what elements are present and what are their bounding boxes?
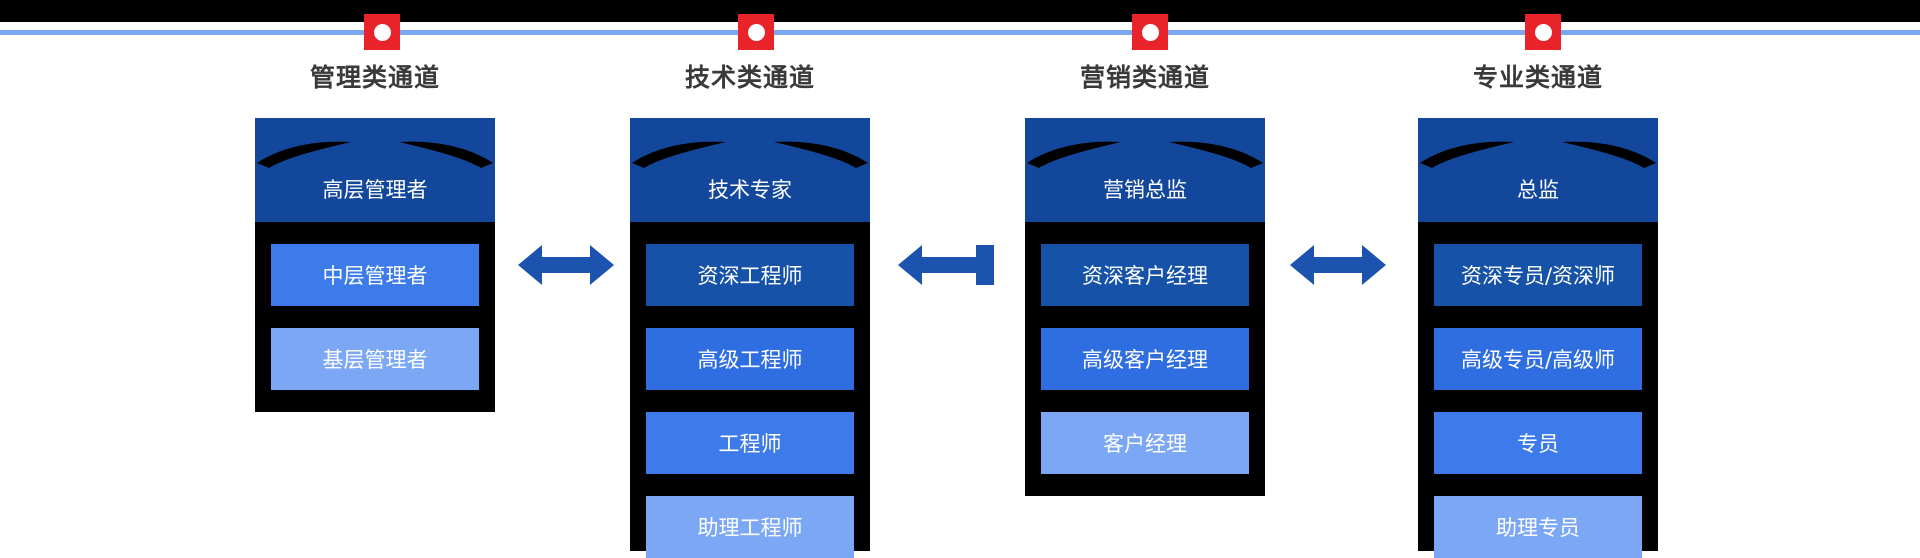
top-black-bar [0, 0, 1920, 22]
timeline-marker-2[interactable] [738, 14, 774, 50]
career-column-professional: 专业类通道总监资深专员/资深师高级专员/高级师专员助理专员 [1418, 0, 1658, 558]
arrow-tech-mktg-icon [898, 243, 994, 287]
ladder-cap-marketing[interactable]: 营销总监 [1025, 118, 1265, 222]
career-column-marketing: 营销类通道营销总监资深客户经理高级客户经理客户经理 [1025, 0, 1265, 551]
ladder-rung-professional-4[interactable]: 助理专员 [1434, 496, 1642, 558]
ladder-cap-professional[interactable]: 总监 [1418, 118, 1658, 222]
ladder-rung-technical-4[interactable]: 助理工程师 [646, 496, 854, 558]
column-title-management: 管理类通道 [309, 63, 440, 92]
ladder-rung-technical-3[interactable]: 工程师 [646, 412, 854, 474]
ladder-rung-marketing-1[interactable]: 资深客户经理 [1041, 244, 1249, 306]
ladder-rung-management-2[interactable]: 基层管理者 [271, 328, 479, 390]
top-blue-rule [0, 30, 1920, 35]
ladder-rung-technical-1[interactable]: 资深工程师 [646, 244, 854, 306]
ladder-rung-marketing-2[interactable]: 高级客户经理 [1041, 328, 1249, 390]
cap-label-professional: 总监 [1517, 178, 1559, 202]
cap-label-management: 高层管理者 [322, 178, 428, 202]
marker-dot-icon [1141, 23, 1159, 41]
ladder-cap-management[interactable]: 高层管理者 [255, 118, 495, 222]
ladder-rung-technical-2[interactable]: 高级工程师 [646, 328, 854, 390]
arrow-mgmt-tech-icon [518, 243, 614, 287]
marker-dot-icon [1534, 23, 1552, 41]
ladder-rung-professional-1[interactable]: 资深专员/资深师 [1434, 244, 1642, 306]
marker-dot-icon [373, 23, 391, 41]
marker-dot-icon [747, 23, 765, 41]
ladder-rung-marketing-3[interactable]: 客户经理 [1041, 412, 1249, 474]
timeline-marker-1[interactable] [364, 14, 400, 50]
column-title-marketing: 营销类通道 [1079, 63, 1210, 92]
ladder-rung-professional-3[interactable]: 专员 [1434, 412, 1642, 474]
timeline-marker-4[interactable] [1525, 14, 1561, 50]
top-white-gap [0, 22, 1920, 30]
ladder-rung-management-1[interactable]: 中层管理者 [271, 244, 479, 306]
cap-label-marketing: 营销总监 [1103, 178, 1187, 202]
timeline-marker-3[interactable] [1132, 14, 1168, 50]
cap-label-technical: 技术专家 [708, 178, 792, 202]
column-title-professional: 专业类通道 [1472, 63, 1603, 92]
column-title-technical: 技术类通道 [684, 63, 815, 92]
marker-row [0, 14, 1920, 50]
arrow-mktg-prof-icon [1290, 243, 1386, 287]
career-column-technical: 技术类通道技术专家资深工程师高级工程师工程师助理工程师 [630, 0, 870, 558]
ladder-cap-technical[interactable]: 技术专家 [630, 118, 870, 222]
ladder-rung-professional-2[interactable]: 高级专员/高级师 [1434, 328, 1642, 390]
career-column-management: 管理类通道高层管理者中层管理者基层管理者 [255, 0, 495, 551]
